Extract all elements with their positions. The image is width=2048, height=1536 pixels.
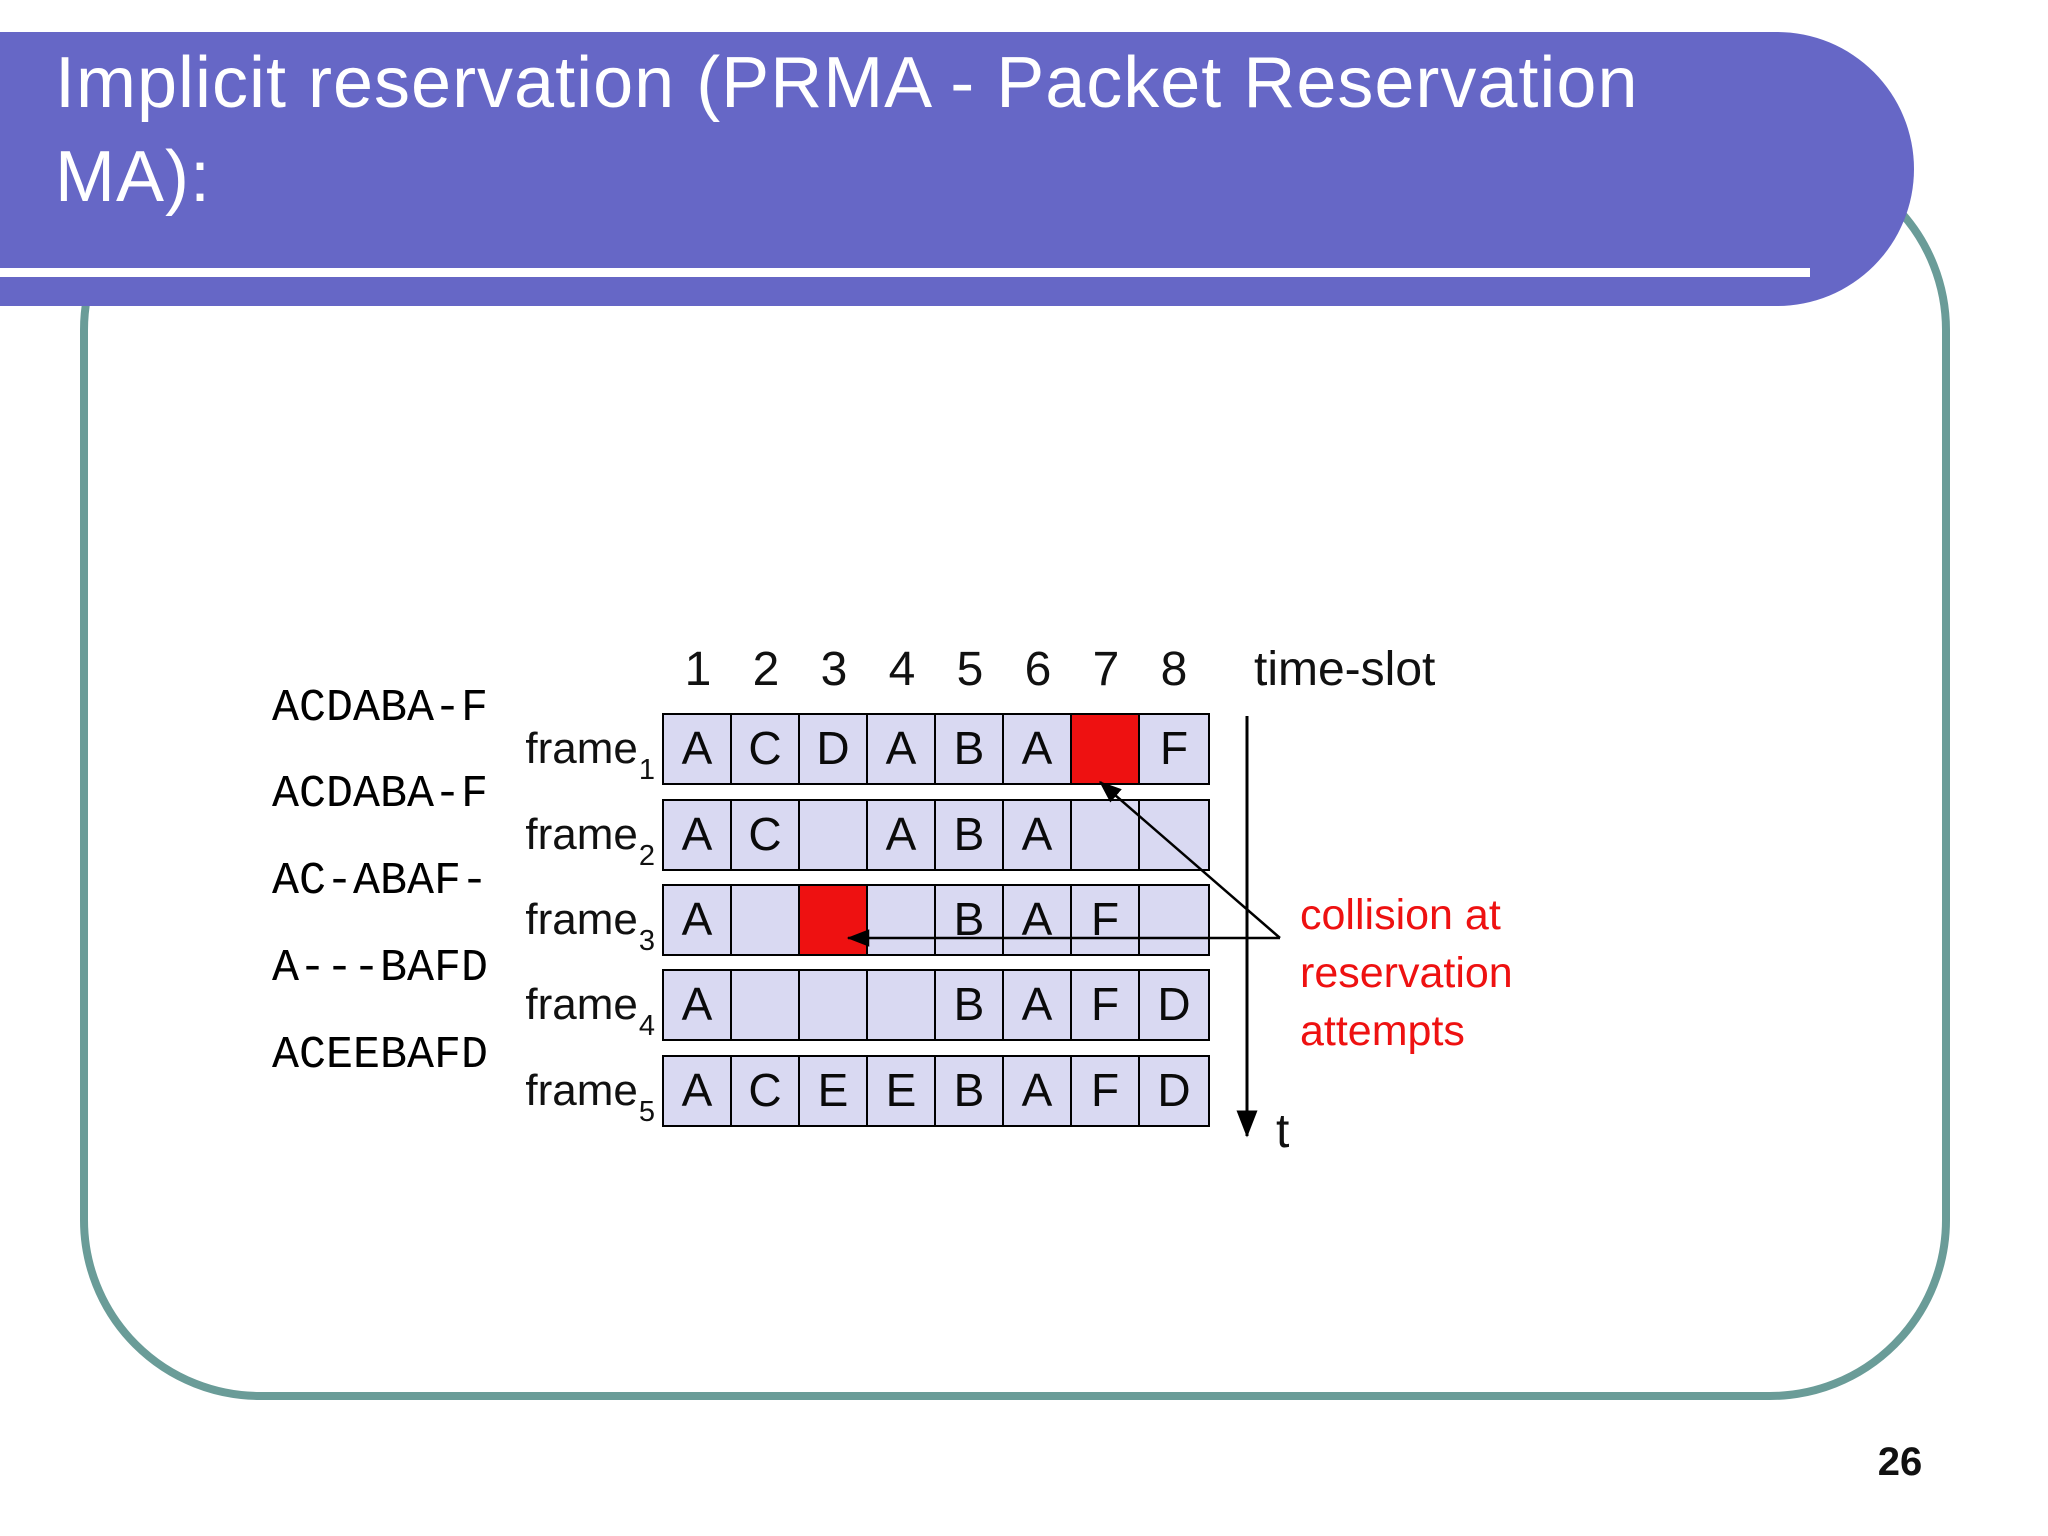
slot-cell: A (868, 715, 936, 783)
frame-label-index: 5 (638, 1095, 655, 1128)
slot-cell: A (1004, 886, 1072, 954)
reservation-sequence-label: ACEEBAFD (272, 1030, 489, 1081)
slot-cell: A (1004, 801, 1072, 869)
slot-cell: F (1072, 971, 1140, 1039)
slot-cell: E (868, 1057, 936, 1125)
collision-note-line3: attempts (1300, 1007, 1465, 1055)
slot-cell: F (1140, 715, 1208, 783)
slot-cell: A (1004, 1057, 1072, 1125)
banner-underline (0, 268, 1810, 277)
slot-cell: C (732, 1057, 800, 1125)
slot-cell: C (732, 801, 800, 869)
frame-label: frame4 (364, 969, 655, 1042)
page-title-line2: MA): (55, 137, 211, 217)
slot-cell: A (664, 1057, 732, 1125)
slot-cell (868, 886, 936, 954)
frame-label: frame1 (364, 713, 655, 786)
slot-cell: A (664, 801, 732, 869)
slot-cell: E (800, 1057, 868, 1125)
time-slot-label: time-slot (1254, 643, 1436, 696)
collision-cell (1072, 715, 1140, 783)
frame-label-word: frame (525, 895, 638, 944)
slot-cell: C (732, 715, 800, 783)
slot-cell: D (800, 715, 868, 783)
collision-note-line2: reservation (1300, 949, 1513, 997)
slot-cell (732, 971, 800, 1039)
slot-cell: F (1072, 1057, 1140, 1125)
slot-number: 3 (820, 643, 848, 696)
reservation-sequence-label: AC-ABAF- (272, 856, 489, 907)
page-title: Implicit reservation (PRMA - Packet Rese… (55, 36, 1655, 224)
frame-label-index: 2 (638, 839, 655, 872)
slot-cell: B (936, 801, 1004, 869)
frame-label: frame3 (364, 884, 655, 957)
slot-number: 7 (1092, 643, 1120, 696)
slot-cell (1072, 801, 1140, 869)
frame-label-index: 3 (638, 924, 655, 957)
collision-note: collision at reservation attempts (1300, 886, 1513, 1060)
time-axis-label: t (1276, 1105, 1290, 1158)
slot-cell: B (936, 886, 1004, 954)
reservation-sequence-label: ACDABA-F (272, 769, 489, 820)
frame-label-word: frame (525, 980, 638, 1029)
slot-number: 8 (1160, 643, 1188, 696)
slot-cell: D (1140, 1057, 1208, 1125)
slot-number: 5 (956, 643, 984, 696)
slot-cell (868, 971, 936, 1039)
slot-cell: A (664, 715, 732, 783)
slot-number: 1 (684, 643, 712, 696)
page-title-line1: Implicit reservation (PRMA - Packet Rese… (55, 43, 1639, 123)
collision-note-line1: collision at (1300, 891, 1501, 939)
slot-cell: B (936, 971, 1004, 1039)
slot-cell (1140, 886, 1208, 954)
reservation-sequence-label: A---BAFD (272, 943, 489, 994)
slot-cell: B (936, 1057, 1004, 1125)
slot-cell: A (868, 801, 936, 869)
slot-cell: A (1004, 971, 1072, 1039)
slot-cell: A (664, 971, 732, 1039)
frame-label: frame5 (364, 1055, 655, 1128)
page-number: 26 (1877, 1440, 1923, 1484)
frame-label-index: 4 (638, 1009, 655, 1042)
slot-cell (800, 971, 868, 1039)
title-banner: Implicit reservation (PRMA - Packet Rese… (0, 32, 1914, 306)
slot-cell (1140, 801, 1208, 869)
slot-number: 6 (1024, 643, 1052, 696)
slot-cell: D (1140, 971, 1208, 1039)
collision-cell (800, 886, 868, 954)
slot-number: 4 (888, 643, 916, 696)
frame-label-word: frame (525, 810, 638, 859)
slot-cell: B (936, 715, 1004, 783)
slot-cell: A (664, 886, 732, 954)
slot-cell: A (1004, 715, 1072, 783)
frame-label-word: frame (525, 724, 638, 773)
slot-cell (800, 801, 868, 869)
slot-cell: F (1072, 886, 1140, 954)
slot-cell (732, 886, 800, 954)
reservation-sequence-label: ACDABA-F (272, 683, 489, 734)
frame-label: frame2 (364, 799, 655, 872)
frame-label-word: frame (525, 1066, 638, 1115)
slot-number: 2 (752, 643, 780, 696)
frame-label-index: 1 (638, 753, 655, 786)
